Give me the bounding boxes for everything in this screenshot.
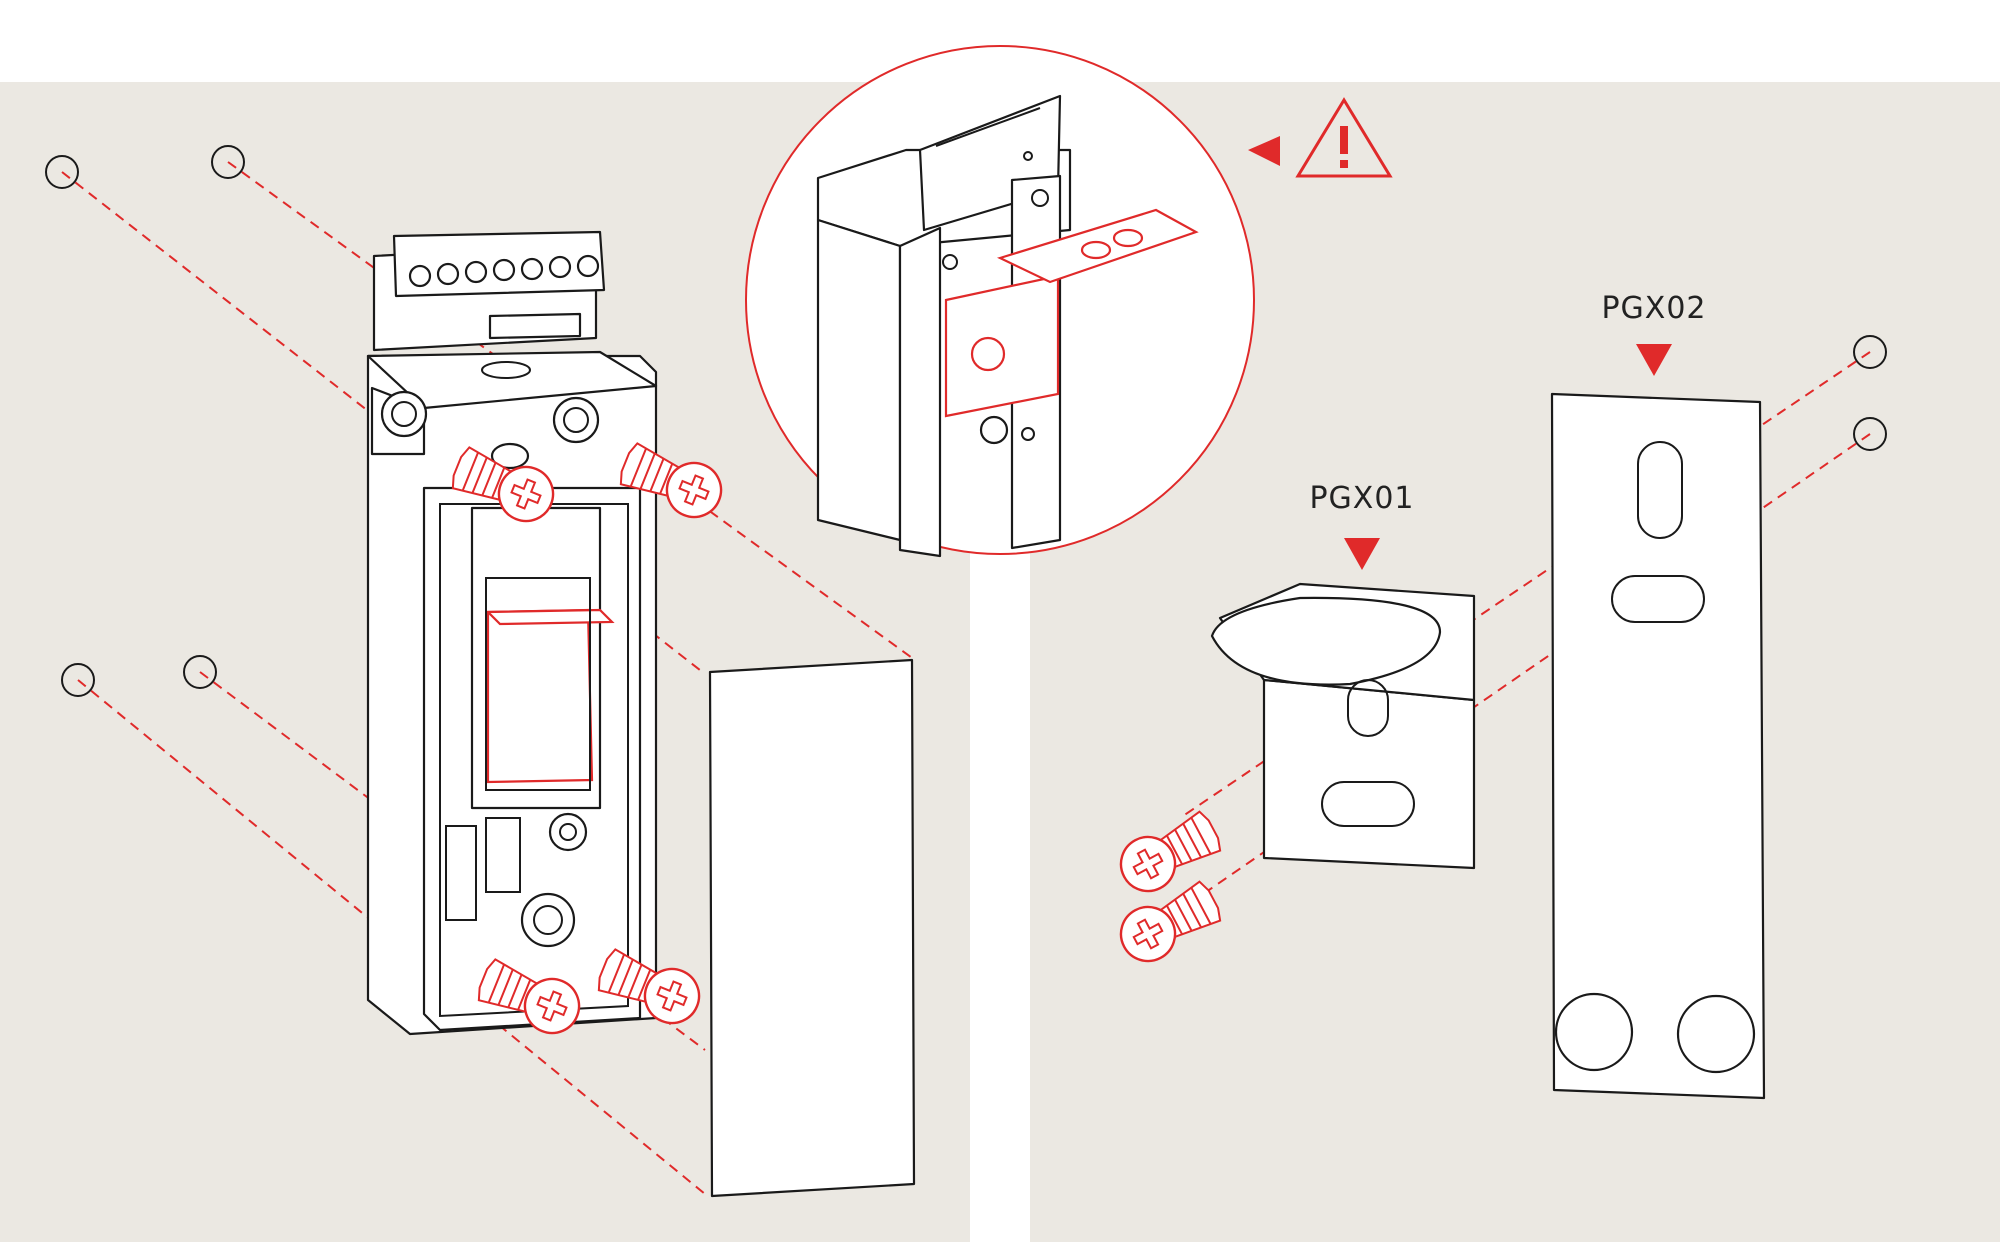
wall-hole-marker	[211, 145, 245, 179]
warning-triangle-icon	[1295, 97, 1393, 178]
wall-hole-marker	[1853, 335, 1887, 369]
red-triangle-arrow-icon	[1344, 538, 1380, 570]
label-pgx01: PGX01	[1309, 481, 1414, 570]
wall-plug-holes-left	[45, 145, 245, 697]
wall-hole-marker	[45, 155, 79, 189]
bracket-screws	[1110, 804, 1228, 972]
bracket-pgx02	[1550, 392, 1766, 1100]
terminal-block	[366, 230, 658, 470]
phillips-screw-icon	[1110, 804, 1228, 902]
terminal-screws	[408, 254, 600, 288]
bracket-pgx01-label: PGX01	[1309, 481, 1414, 516]
bracket-pgx02-label: PGX02	[1601, 291, 1706, 326]
bracket-pgx01	[1210, 582, 1476, 870]
detail-callout	[745, 45, 1255, 558]
wall-hole-marker	[183, 655, 217, 689]
phillips-screw-icon	[1110, 874, 1228, 972]
red-triangle-arrow-icon	[1248, 136, 1280, 166]
cover-plate	[708, 658, 916, 1198]
label-pgx02: PGX02	[1601, 291, 1706, 376]
warning-indicator	[1248, 97, 1393, 178]
wall-hole-marker	[61, 663, 95, 697]
red-triangle-arrow-icon	[1636, 344, 1672, 376]
lock-housing	[366, 354, 658, 1036]
wall-plug-holes-right	[1853, 335, 1887, 451]
wall-hole-marker	[1853, 417, 1887, 451]
